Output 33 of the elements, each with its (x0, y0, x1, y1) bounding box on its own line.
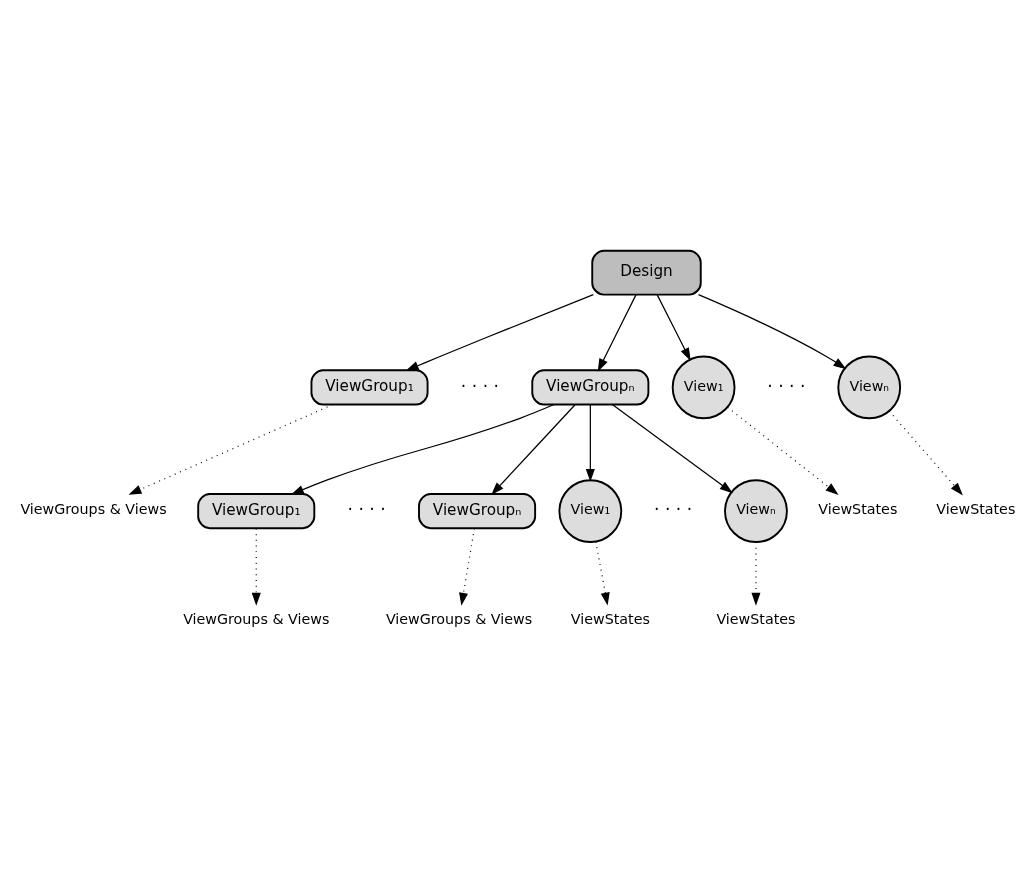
node-text: ViewStates (570, 611, 650, 628)
label: · · · · (654, 499, 693, 520)
node-box: Design (591, 249, 702, 296)
arrow (585, 404, 595, 482)
arrow (612, 404, 733, 494)
node-text: ViewGroups & Views (20, 501, 167, 518)
node-box: ViewGroup₁ (197, 493, 316, 530)
node-text: ViewStates (716, 611, 796, 628)
node-box: ViewGroupₙ (418, 493, 537, 530)
node-text: ViewGroups & Views (183, 611, 330, 628)
node-text: ViewStates (936, 501, 1016, 518)
node-circle: Viewₙ (724, 479, 788, 543)
arrow (128, 404, 334, 495)
arrow (727, 406, 839, 495)
arrow (405, 294, 594, 371)
label: · · · · (347, 499, 386, 520)
arrow (491, 404, 576, 495)
node-box: ViewGroup₁ (310, 369, 429, 406)
arrow (251, 527, 261, 606)
arrow (290, 403, 555, 495)
node-circle: Viewₙ (837, 355, 902, 420)
arrow (888, 410, 963, 496)
node-text: ViewGroups & Views (385, 611, 533, 628)
label: · · · · (767, 375, 806, 396)
node-circle: View₁ (671, 355, 736, 420)
arrow (595, 540, 610, 606)
arrow (697, 294, 847, 370)
node-circle: View₁ (558, 479, 623, 543)
label: · · · · (460, 375, 499, 396)
node-box: ViewGroupₙ (531, 369, 650, 406)
arrow (656, 294, 691, 361)
arrow (597, 294, 637, 372)
node-text: ViewStates (818, 501, 898, 518)
